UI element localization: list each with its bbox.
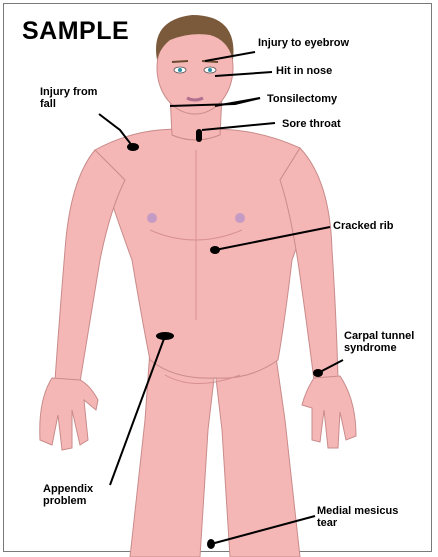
sample-title: SAMPLE <box>22 17 129 46</box>
label-carpal-tunnel: Carpal tunnel syndrome <box>344 330 424 354</box>
label-tonsilectomy: Tonsilectomy <box>267 93 337 105</box>
label-sore-throat: Sore throat <box>282 118 341 130</box>
label-injury-to-eyebrow: Injury to eyebrow <box>258 37 349 49</box>
label-meniscus: Medial mesicus tear <box>317 505 412 529</box>
label-appendix: Appendix problem <box>43 483 113 507</box>
label-injury-from-fall: Injury from fall <box>40 86 114 110</box>
marker-throat <box>196 129 202 142</box>
torso <box>95 129 306 378</box>
label-cracked-rib: Cracked rib <box>333 220 394 232</box>
right-arm <box>55 150 125 382</box>
right-leg <box>130 350 215 557</box>
label-hit-in-nose: Hit in nose <box>276 65 332 77</box>
left-leg <box>215 350 300 557</box>
right-hand <box>40 378 98 450</box>
left-hand <box>302 376 356 448</box>
